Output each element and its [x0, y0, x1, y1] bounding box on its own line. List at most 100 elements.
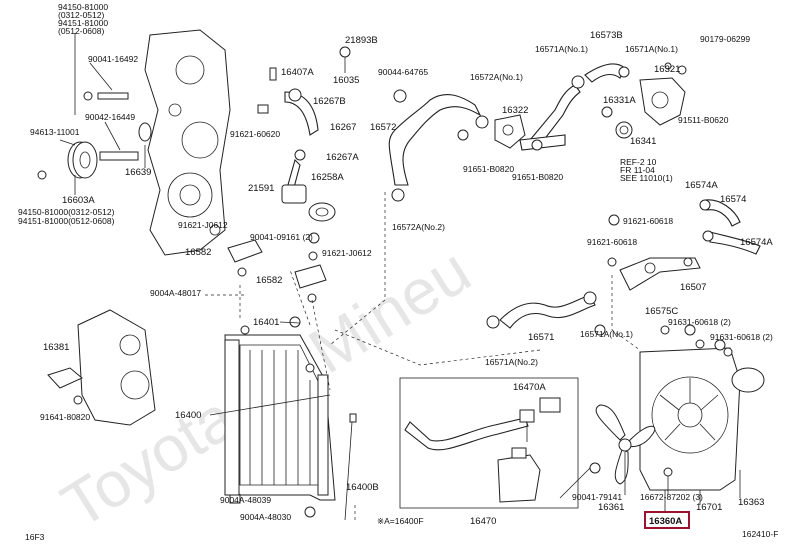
- water-outlet-16322: [494, 114, 526, 149]
- svg-text:SEE 11010(1): SEE 11010(1): [620, 173, 673, 183]
- label-16400: 16400: [175, 410, 201, 421]
- label-16400F: ※A=16400F: [377, 516, 424, 526]
- label-9004A-48017: 9004A-48017: [150, 288, 201, 298]
- label-16F3: 16F3: [25, 532, 45, 542]
- label-21591: 21591: [248, 183, 274, 194]
- label-16267B: 16267B: [313, 96, 346, 107]
- label-16571A-no1-b: 16571A(No.1): [625, 44, 678, 54]
- label-16470A: 16470A: [513, 382, 546, 393]
- label-9004A-48039: 9004A-48039: [220, 495, 271, 505]
- label-16571A-no1-c: 16571A(No.1): [580, 329, 633, 339]
- labels: 94150-81000 (0312-0512) 94151-81000 (051…: [18, 2, 778, 542]
- label-16572A-no2: 16572A(No.2): [392, 222, 445, 232]
- label-16582-a: 16582: [185, 247, 211, 258]
- label-16672-87202: 16672-87202 (3): [640, 492, 703, 502]
- label-90179-06299: 90179-06299: [700, 34, 750, 44]
- label-16360A[interactable]: 16360A: [649, 516, 682, 527]
- label-91621-60618-a: 91621-60618: [623, 216, 673, 226]
- label-91631-60618-a: 91631-60618 (2): [668, 317, 731, 327]
- label-16603A: 16603A: [62, 195, 95, 206]
- heater-hoses-16574: [607, 199, 761, 267]
- label-16470: 16470: [470, 516, 496, 527]
- label-16571A-no2: 16571A(No.2): [485, 357, 538, 367]
- label-94151-81000-b: 94151-81000(0512-0608): [18, 216, 115, 226]
- label-21893B: 21893B: [345, 35, 378, 46]
- label-16582-b: 16582: [256, 275, 282, 286]
- leader-lines-left: [59, 33, 146, 195]
- label-90042-16449: 90042-16449: [85, 112, 135, 122]
- label-162410-F: 162410-F: [742, 529, 778, 539]
- ref-markers: [308, 106, 726, 351]
- label-16572: 16572: [370, 122, 396, 133]
- pipe-upper-right: [519, 63, 630, 151]
- label-91621-J0612-b: 91621-J0612: [322, 248, 372, 258]
- label-16341: 16341: [630, 136, 656, 147]
- reservoir-box: [399, 377, 579, 509]
- label-16575C: 16575C: [645, 306, 678, 317]
- label-9004A-48030: 9004A-48030: [240, 512, 291, 522]
- highlight-box[interactable]: [644, 511, 690, 529]
- label-94150-81000-b: 94150-81000(0312-0512): [18, 207, 115, 217]
- label-90041-79141: 90041-79141: [572, 492, 622, 502]
- label-16267A: 16267A: [326, 152, 359, 163]
- upper-hose-16572: [388, 89, 489, 202]
- label-16363: 16363: [738, 497, 764, 508]
- label-16035: 16035: [333, 75, 359, 86]
- label-16573B: 16573B: [590, 30, 623, 41]
- svg-text:FR 11-04: FR 11-04: [620, 165, 655, 175]
- fan-shroud-left: [47, 309, 156, 426]
- label-91631-60618-b: 91631-60618 (2): [710, 332, 773, 342]
- label-16258A: 16258A: [311, 172, 344, 183]
- thermostat-16331A: [615, 62, 687, 139]
- label-94151-81000-a: 94151-81000: [58, 18, 108, 28]
- label-91651-B0820-b: 91651-B0820: [512, 172, 563, 182]
- fan-shroud-16711: [639, 325, 765, 491]
- radiator-16400: [224, 316, 336, 518]
- label-16321: 16321: [654, 64, 680, 75]
- label-16701: 16701: [696, 502, 722, 513]
- label-91651-B0820-a: 91651-B0820: [463, 164, 514, 174]
- label-91621-J0612-a: 91621-J0612: [178, 220, 228, 230]
- label-16571A-no1-a: 16571A(No.1): [535, 44, 588, 54]
- label-16331A: 16331A: [603, 95, 636, 106]
- label-0512-0608: (0512-0608): [58, 26, 104, 36]
- label-16571: 16571: [528, 332, 554, 343]
- bracket-16582: [227, 239, 327, 303]
- dashed-connectors: [205, 192, 641, 520]
- label-90044-64765: 90044-64765: [378, 67, 428, 77]
- label-90041-09161: 90041-09161 (2): [250, 232, 313, 242]
- label-16322: 16322: [502, 105, 528, 116]
- label-16267: 16267: [330, 122, 356, 133]
- pulley-16603A: [37, 91, 152, 180]
- label-90041-16492: 90041-16492: [88, 54, 138, 64]
- highlighted-part[interactable]: 16360A: [644, 511, 690, 529]
- timing-cover: [144, 29, 231, 256]
- label-94613-11001: 94613-11001: [30, 127, 80, 137]
- label-91621-60620: 91621-60620: [230, 129, 280, 139]
- svg-text:REF-2 10: REF-2 10: [620, 157, 657, 167]
- label-16639: 16639: [125, 167, 151, 178]
- bypass-assembly: [257, 46, 351, 222]
- label-91511-B0620: 91511-B0620: [678, 115, 729, 125]
- label-16407A: 16407A: [281, 67, 314, 78]
- label-91641-80820: 91641-80820: [40, 412, 90, 422]
- label-16574A-b: 16574A: [740, 237, 773, 248]
- label-16572A-no1: 16572A(No.1): [470, 72, 523, 82]
- label-16400B: 16400B: [346, 482, 379, 493]
- label-94150-81000-a: 94150-81000: [58, 2, 108, 12]
- ref-box: REF-2 10 FR 11-04 SEE 11010(1): [620, 157, 673, 183]
- label-16381: 16381: [43, 342, 69, 353]
- label-16401: 16401: [253, 317, 279, 328]
- lower-hose-16571: [486, 291, 606, 336]
- label-16574: 16574: [720, 194, 746, 205]
- label-16507: 16507: [680, 282, 706, 293]
- label-0312-0512: (0312-0512): [58, 10, 104, 20]
- pipe-16507: [619, 257, 701, 291]
- label-16574A-a: 16574A: [685, 180, 718, 191]
- label-91621-60618-b: 91621-60618: [587, 237, 637, 247]
- drain-16400B: [344, 413, 357, 521]
- label-16361: 16361: [598, 502, 624, 513]
- leader-lines: [209, 321, 741, 512]
